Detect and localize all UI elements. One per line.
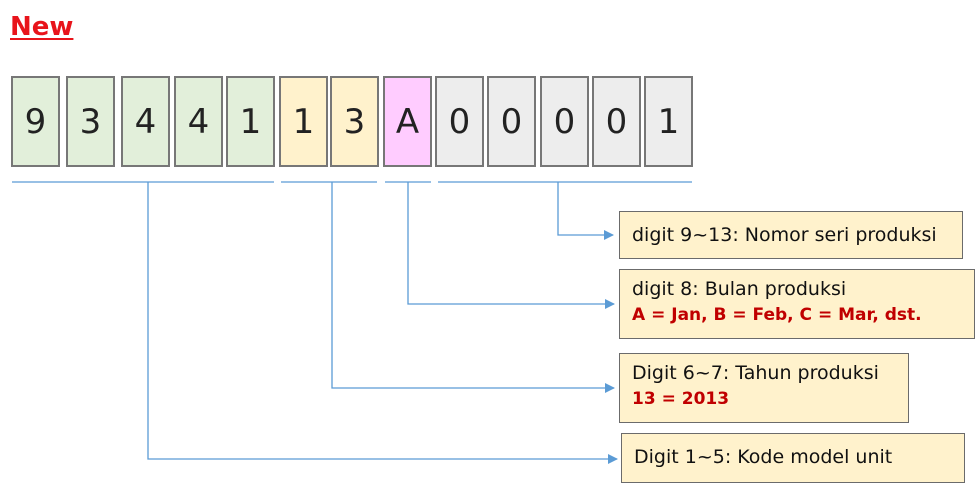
- label-year: Digit 6~7: Tahun produksi 13 = 2013: [619, 353, 909, 423]
- label-year-note: 13 = 2013: [632, 389, 730, 409]
- digit-cell: 1: [279, 76, 328, 167]
- connector-month: [407, 182, 615, 309]
- digit-cell: 1: [226, 76, 275, 167]
- label-model-text: Digit 1~5: Kode model unit: [634, 446, 893, 468]
- label-year-text: Digit 6~7: Tahun produksi: [632, 362, 879, 384]
- digit-cell: 0: [540, 76, 589, 167]
- label-month: digit 8: Bulan produksi A = Jan, B = Feb…: [619, 269, 975, 339]
- digit-cell: 4: [174, 76, 223, 167]
- digit-cell: A: [383, 76, 432, 167]
- digit-cell: 4: [121, 76, 170, 167]
- label-month-note: A = Jan, B = Feb, C = Mar, dst.: [632, 305, 922, 325]
- digit-cell: 0: [435, 76, 484, 167]
- digit-cell: 1: [644, 76, 693, 167]
- digit-cell: 3: [330, 76, 379, 167]
- label-model: Digit 1~5: Kode model unit: [621, 433, 965, 483]
- connector-serial: [557, 182, 614, 240]
- digit-cell: 0: [592, 76, 641, 167]
- digit-cell: 9: [11, 76, 60, 167]
- label-serial-text: digit 9~13: Nomor seri produksi: [632, 224, 937, 246]
- digit-cell: 3: [66, 76, 115, 167]
- label-month-text: digit 8: Bulan produksi: [632, 278, 847, 300]
- digit-cell: 0: [487, 76, 536, 167]
- connector-year: [331, 182, 615, 393]
- title: New: [10, 12, 74, 42]
- connector-model: [147, 182, 618, 464]
- label-serial: digit 9~13: Nomor seri produksi: [619, 211, 963, 259]
